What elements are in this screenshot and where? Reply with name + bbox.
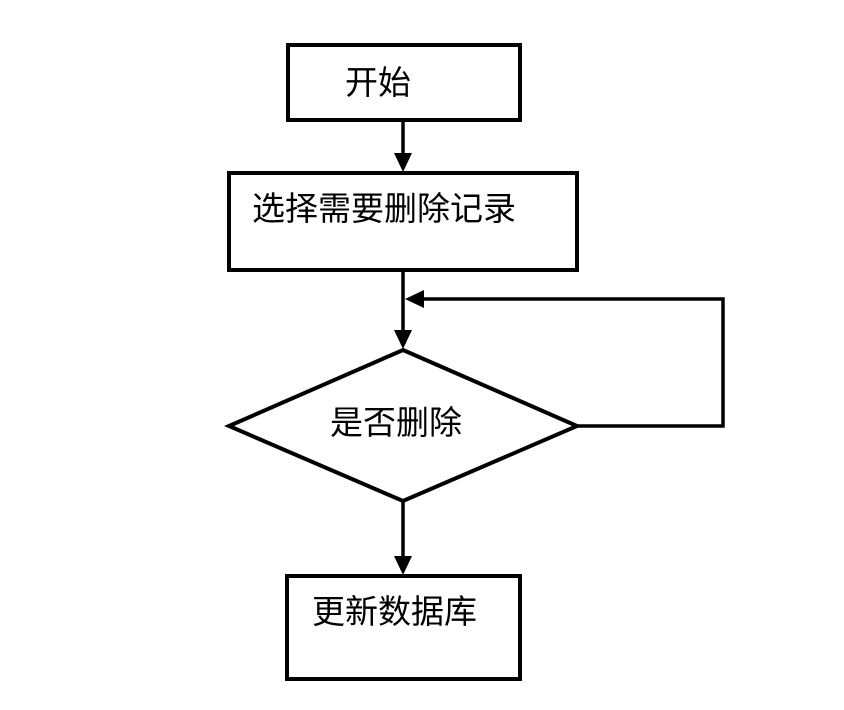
confirm-delete-decision-node <box>223 347 583 504</box>
start-node-label: 开始 <box>345 65 411 102</box>
arrow-select-to-decision-arrowhead <box>394 330 412 349</box>
arrow-start-to-select-arrowhead <box>394 153 412 172</box>
update-database-node-label: 更新数据库 <box>312 594 477 631</box>
select-records-node-label: 选择需要删除记录 <box>252 191 516 228</box>
select-records-node <box>227 171 579 272</box>
start-node <box>286 43 522 122</box>
arrow-decision-to-update-arrowhead <box>394 556 412 575</box>
loop-back-arrowhead <box>405 290 424 308</box>
update-database-node <box>285 574 522 681</box>
loop-back-line <box>423 297 725 428</box>
confirm-delete-decision-label: 是否删除 <box>330 405 462 442</box>
